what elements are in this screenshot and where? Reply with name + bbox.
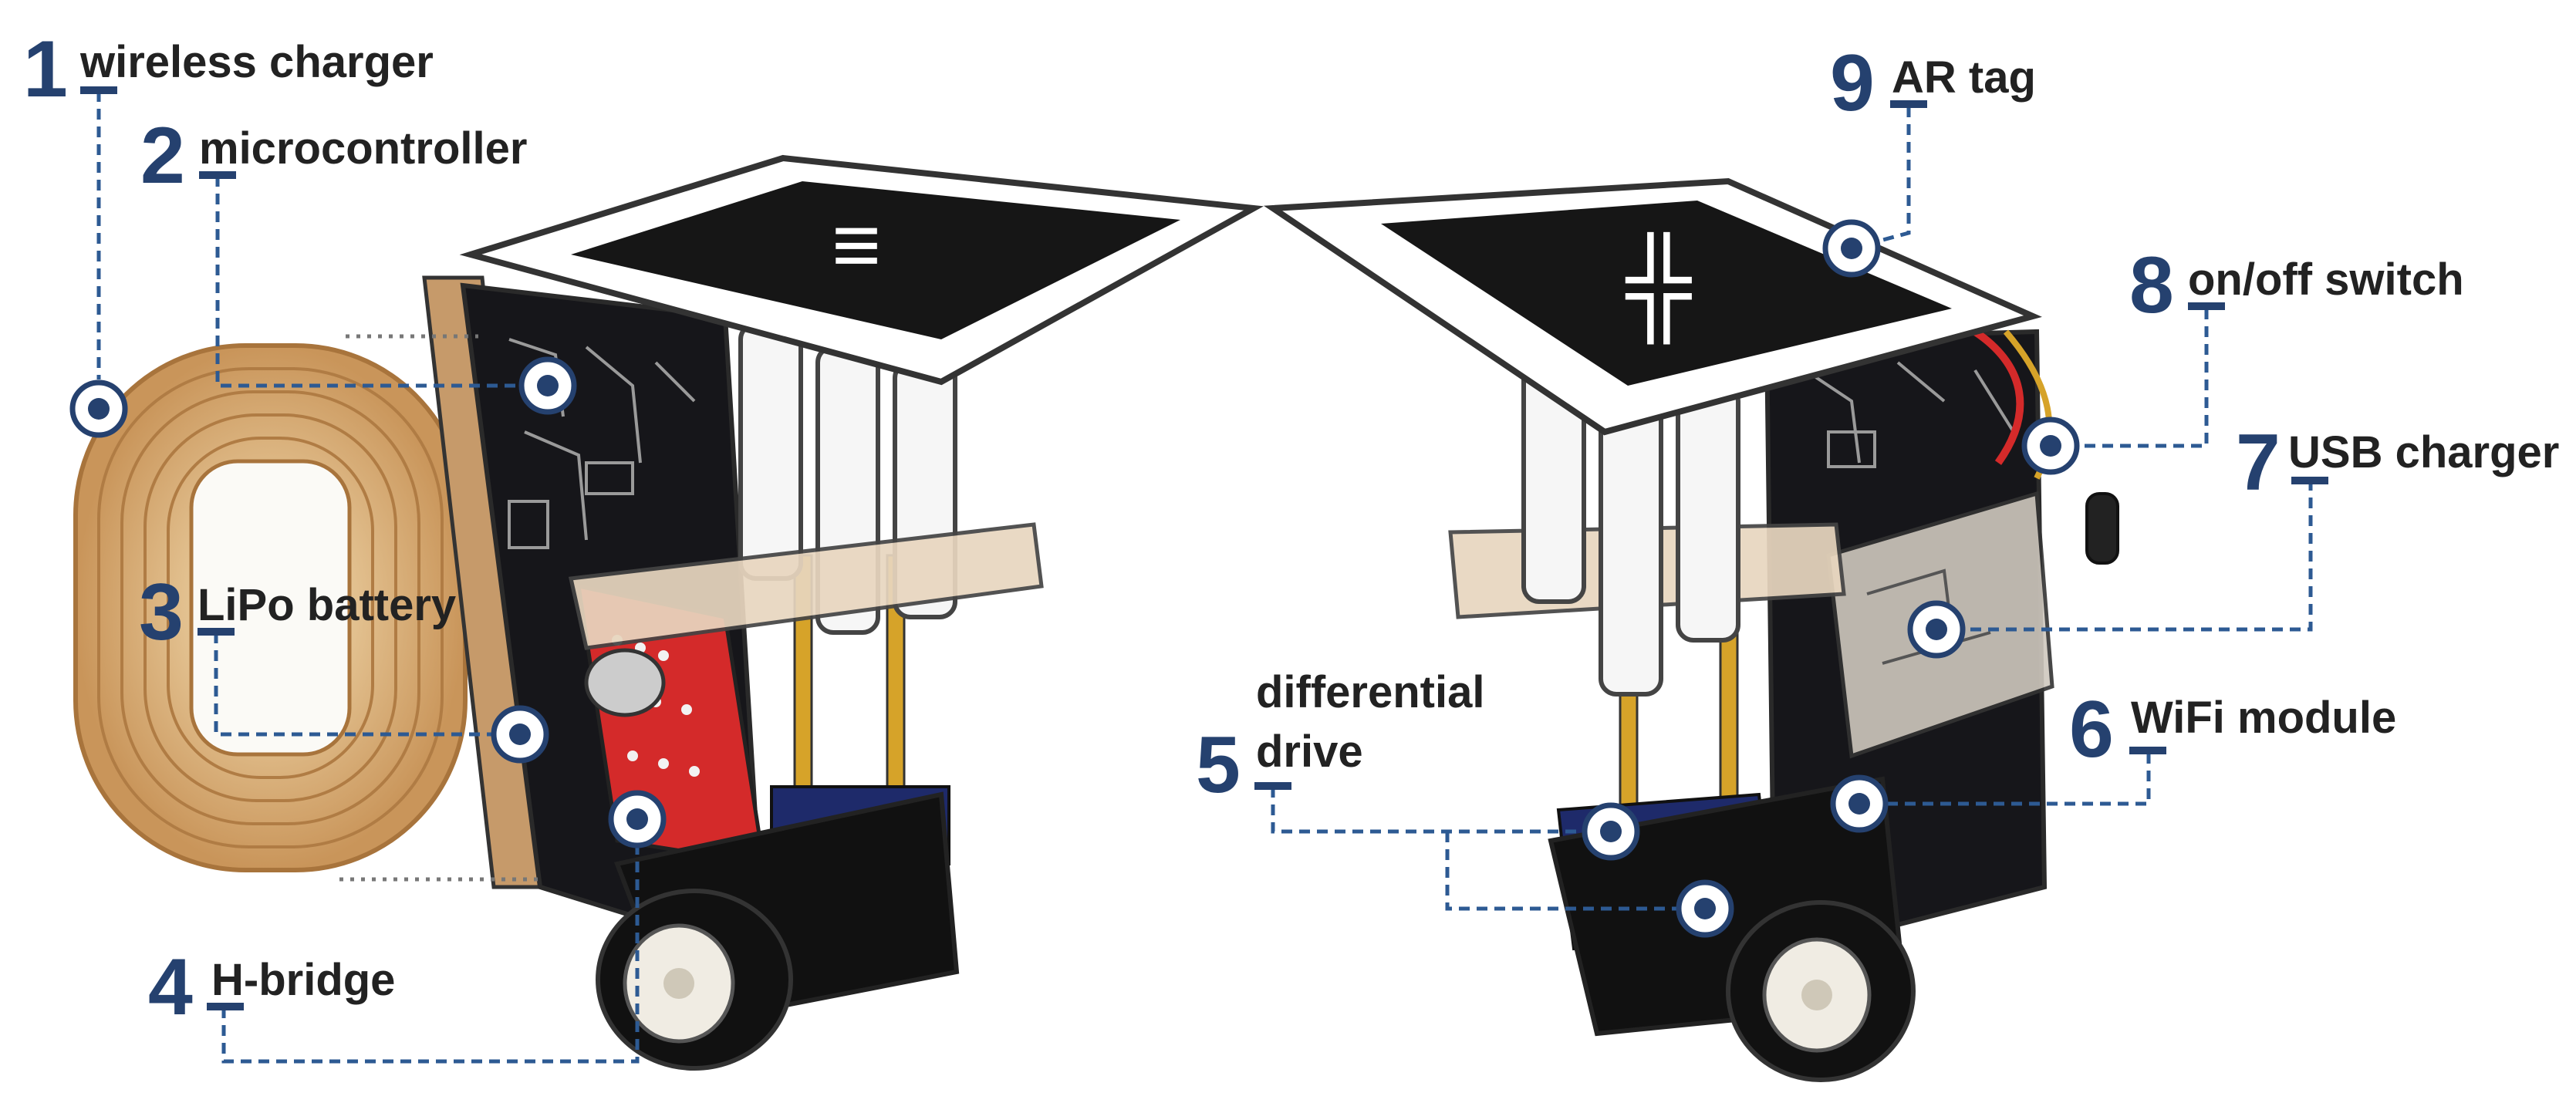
callout-label-on-off-switch: on/off switch: [2188, 255, 2464, 305]
callout-number-9: 9: [1830, 39, 1875, 128]
callout-number-4: 4: [148, 943, 193, 1032]
leader-line-7: [1936, 480, 2313, 632]
callout-label-wireless-charger: wireless charger: [80, 37, 434, 87]
callout-label-h-bridge: H-bridge: [211, 955, 396, 1005]
callout-tick-1: [80, 86, 117, 94]
robot-front-view: ≡: [422, 154, 1264, 1071]
leader-line-2: [215, 176, 548, 388]
callout-label-lipo-battery: LiPo battery: [198, 580, 457, 630]
callout-number-7: 7: [2236, 418, 2281, 508]
callout-label-microcontroller: microcontroller: [199, 123, 528, 174]
leader-line-5b: [1445, 831, 1705, 911]
callout-tick-4: [207, 1003, 244, 1010]
leader-lines: [96, 91, 2313, 1064]
callout-tick-9: [1890, 100, 1927, 108]
callout-tick-5: [1254, 782, 1291, 790]
callout-number-2: 2: [140, 111, 185, 201]
callout-tick-3: [198, 628, 235, 636]
leader-line-8: [2051, 309, 2209, 448]
ar-tag-pattern-rear: ╬: [1625, 231, 1692, 345]
marker-dots: [88, 238, 2061, 919]
callout-label-differential-drive: differential drive: [1256, 667, 1485, 777]
leader-line-3: [214, 632, 520, 737]
coil-guide-lines: [339, 334, 540, 882]
callout-number-6: 6: [2069, 685, 2114, 774]
callout-number-5: 5: [1196, 720, 1241, 810]
callout-label-wifi-module: WiFi module: [2131, 693, 2397, 743]
callout-number-1: 1: [23, 25, 68, 114]
leader-line-4: [221, 819, 640, 1064]
callout-number-3: 3: [139, 568, 184, 657]
ar-tag-pattern-front: ≡: [832, 197, 881, 292]
callout-label-usb-charger: USB charger: [2288, 427, 2560, 477]
callout-tick-6: [2129, 747, 2166, 754]
callout-tick-8: [2188, 302, 2225, 310]
callout-number-8: 8: [2129, 241, 2174, 330]
leader-line-5a: [1271, 787, 1611, 834]
callout-label-ar-tag: AR tag: [1892, 52, 2036, 103]
wireless-charger-coil: [73, 343, 468, 872]
callout-tick-7: [2291, 477, 2328, 484]
callout-tick-2: [199, 171, 236, 179]
markers: [69, 219, 2080, 938]
